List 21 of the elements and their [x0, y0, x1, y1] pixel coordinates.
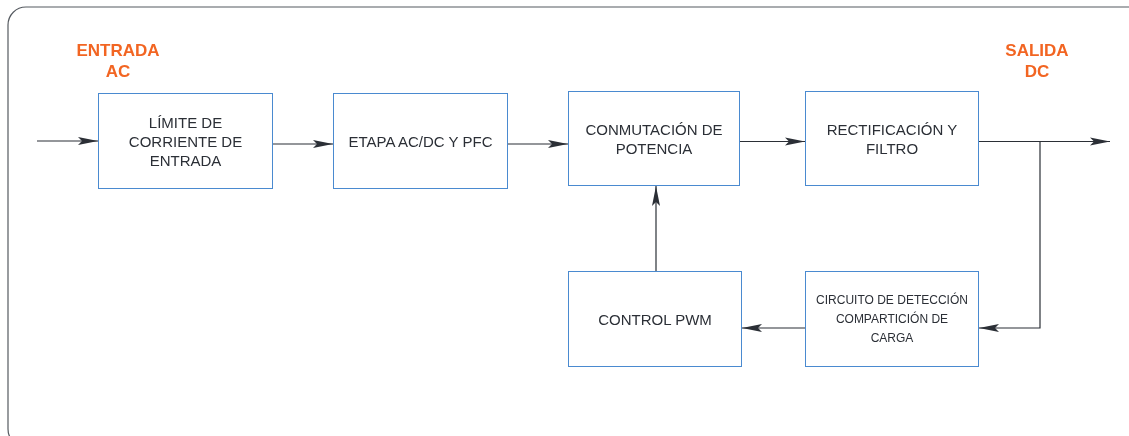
- process-box: [98, 93, 273, 189]
- input-label: ENTRADA AC: [75, 40, 161, 82]
- box-label: CONTROL PWM: [597, 309, 713, 329]
- arrow: [741, 324, 806, 332]
- process-box: [805, 271, 979, 367]
- box-label: ETAPA AC/DC Y PFC: [347, 131, 494, 151]
- output-label: SALIDA DC: [1004, 40, 1070, 82]
- box-label: CIRCUITO DE DETECCIÓN COMPARTICIÓN DE CARGA: [815, 291, 969, 347]
- box-label: LÍMITE DE CORRIENTE DE ENTRADA: [127, 112, 244, 170]
- arrow: [36, 137, 99, 145]
- arrow: [652, 185, 660, 272]
- arrow: [507, 140, 569, 148]
- process-box: [333, 93, 508, 189]
- box-label: RECTIFICACIÓN Y FILTRO: [825, 119, 959, 158]
- arrow: [272, 140, 334, 148]
- arrow: [978, 140, 1041, 332]
- box-label: CONMUTACIÓN DE POTENCIA: [584, 119, 724, 158]
- process-box: [568, 91, 740, 186]
- process-box: [805, 91, 979, 186]
- process-box: [568, 271, 742, 367]
- arrow: [739, 137, 806, 146]
